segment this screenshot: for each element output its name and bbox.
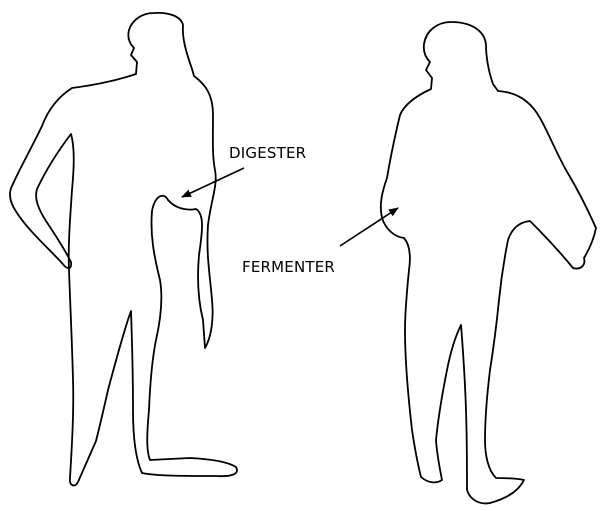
left-figure-outline [10,13,237,486]
fermenter-arrow [340,208,398,246]
digester-arrow [182,168,244,197]
right-figure-outline [381,22,596,503]
fermenter-label: FERMENTER [242,258,335,276]
digester-label: DIGESTER [229,144,306,162]
